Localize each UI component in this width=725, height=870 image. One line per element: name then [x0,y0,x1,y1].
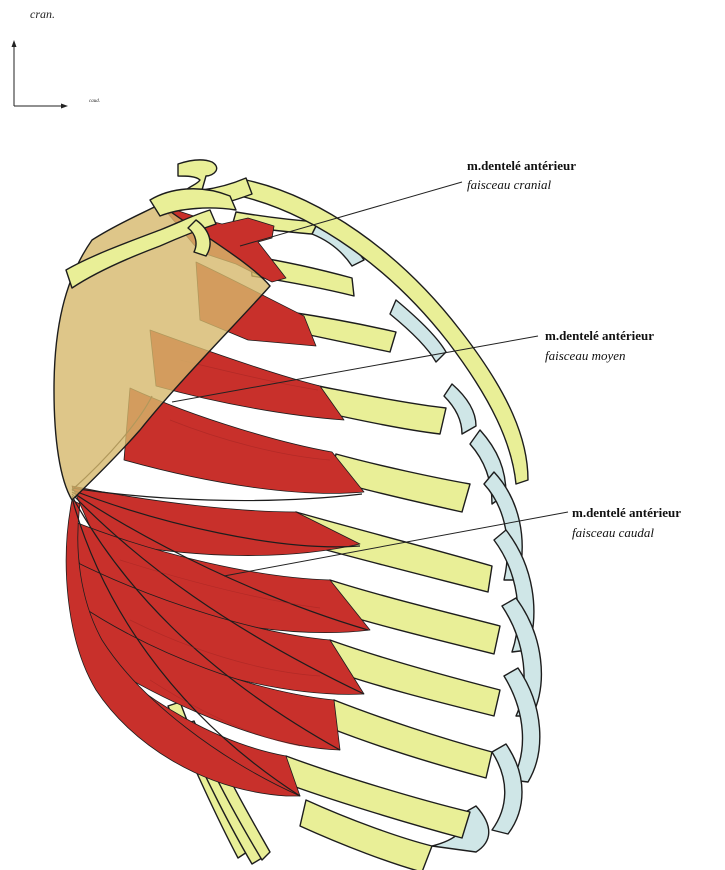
orientation-horizontal-arrowhead [61,104,68,109]
label-caudal: m.dentelé antérieur faisceau caudal [572,505,681,540]
label-cranial: m.dentelé antérieur faisceau cranial [467,158,576,192]
orientation-horizontal-label: caud. [89,99,100,104]
label-caudal-title: m.dentelé antérieur [572,505,681,520]
orientation-vertical-arrowhead [12,40,17,47]
label-caudal-subtitle: faisceau caudal [572,525,654,540]
orientation-indicator: cran. caud. [12,7,100,109]
label-middle-subtitle: faisceau moyen [545,348,626,363]
orientation-vertical-label: cran. [30,7,55,21]
label-cranial-subtitle: faisceau cranial [467,177,552,192]
label-middle: m.dentelé antérieur faisceau moyen [545,328,654,363]
label-middle-title: m.dentelé antérieur [545,328,654,343]
label-cranial-title: m.dentelé antérieur [467,158,576,173]
